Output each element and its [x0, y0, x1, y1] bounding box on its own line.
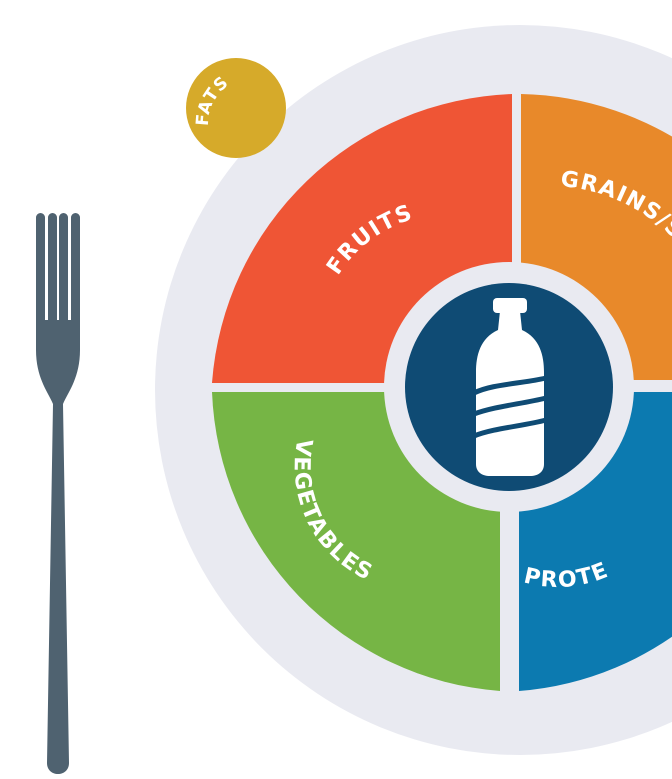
- fork-icon: [36, 213, 80, 774]
- water-bottle-icon: [472, 298, 547, 476]
- fats-circle[interactable]: [186, 58, 286, 158]
